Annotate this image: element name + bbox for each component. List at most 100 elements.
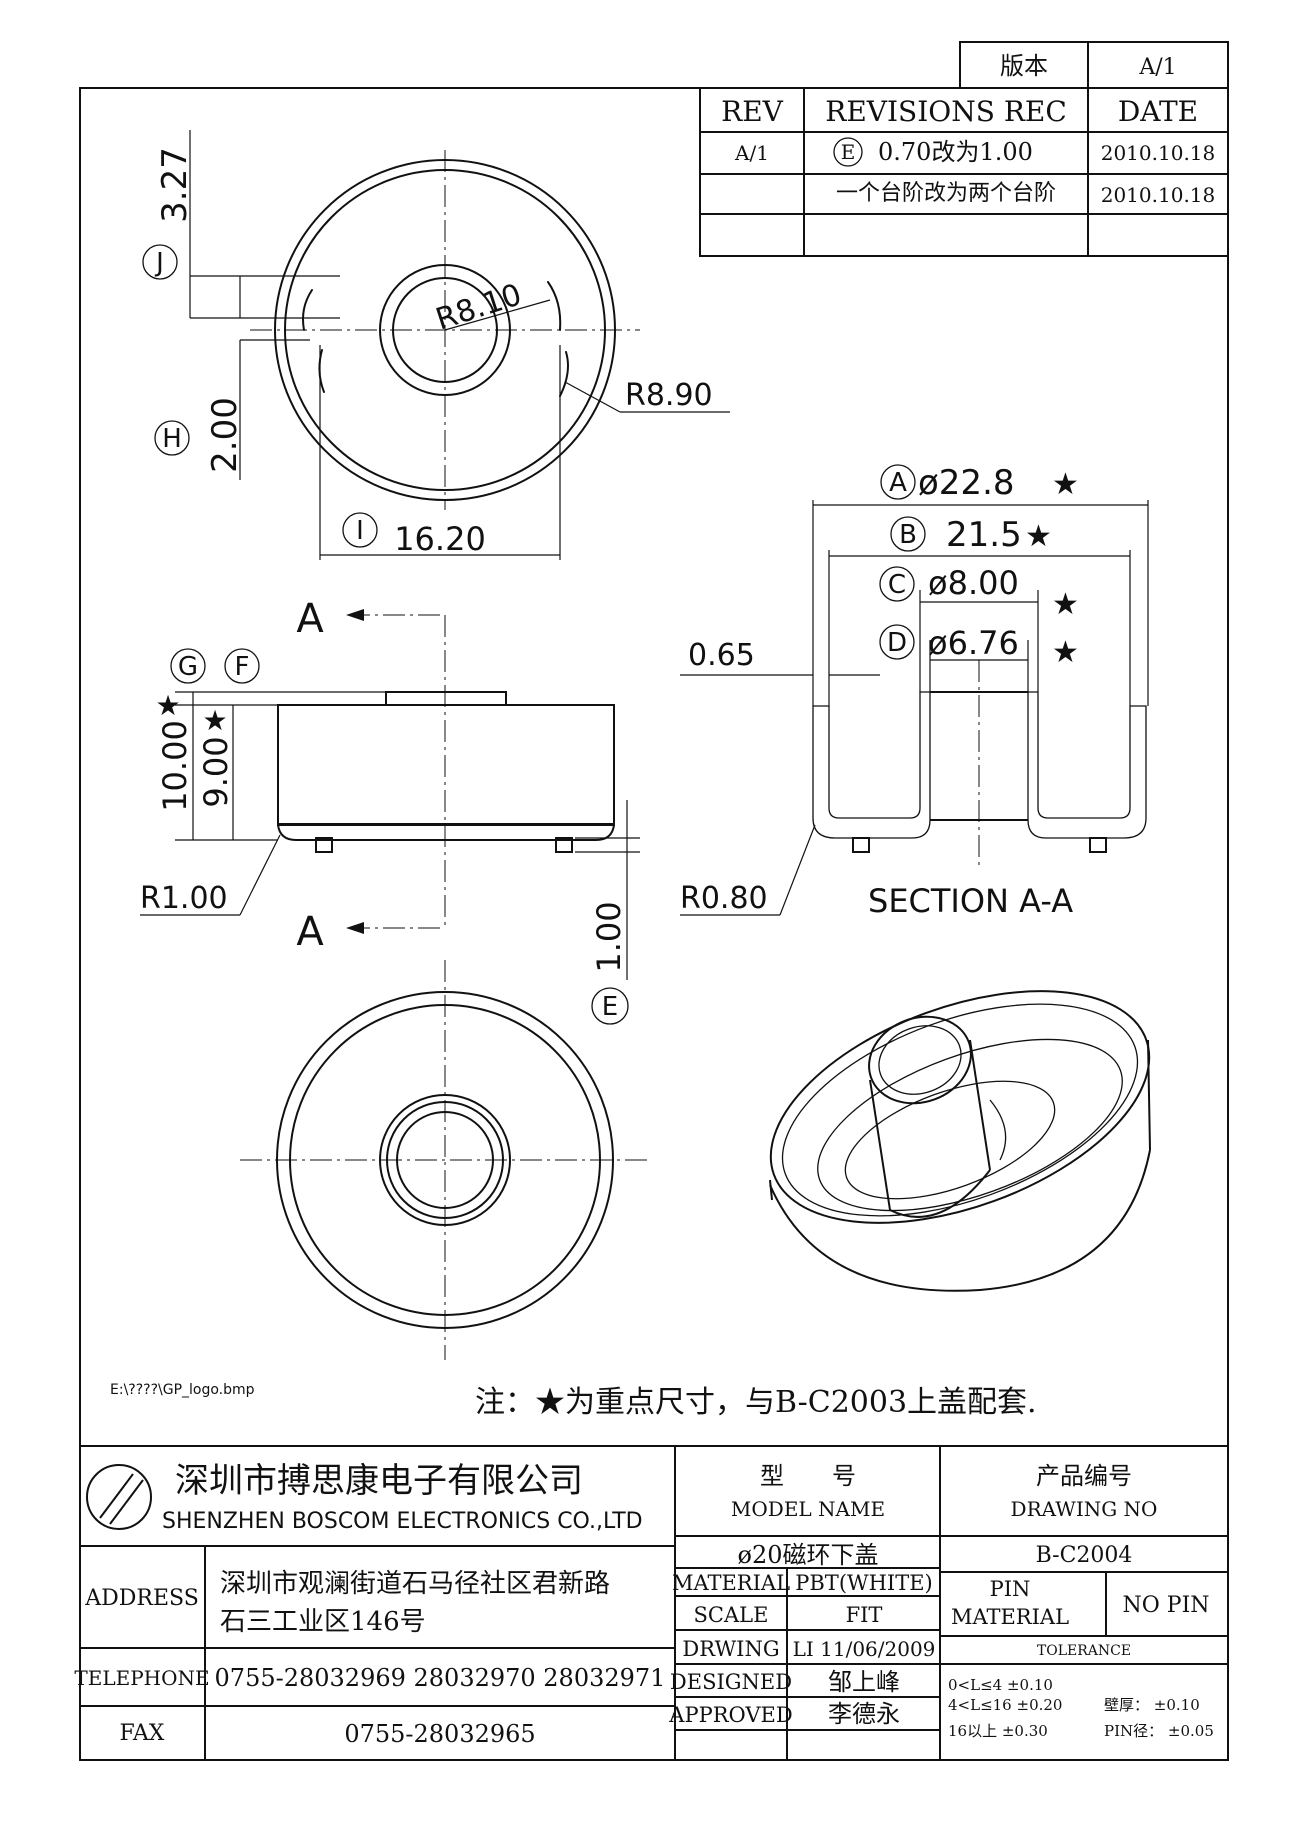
circle-marker — [591, 987, 629, 1025]
model-value: ø20磁环下盖 — [738, 1541, 879, 1569]
side-view: A A G F ★ ★ 10.00 9.00 R1.00 1.00 E — [140, 596, 640, 1025]
section-label-top: A — [296, 596, 324, 642]
g-mark: G — [178, 652, 198, 682]
bottom-view — [240, 960, 650, 1360]
fax-label: FAX — [120, 1721, 165, 1746]
j-mark: J — [154, 248, 164, 278]
pin-material-value: NO PIN — [1122, 1593, 1209, 1618]
company-logo — [86, 1464, 152, 1530]
tolerance-line-1: 0<L≤4 ±0.10 — [948, 1676, 1053, 1694]
fax-value: 0755-28032965 — [344, 1720, 535, 1748]
b-value: 21.5 — [946, 515, 1022, 555]
telephone-value: 0755-28032969 28032970 28032971 — [215, 1664, 666, 1692]
c-value: ø8.00 — [928, 564, 1019, 602]
c-star: ★ — [1052, 587, 1079, 622]
d-value: ø6.76 — [928, 624, 1019, 662]
f-mark: F — [235, 652, 250, 682]
tolerance-line-2: 4<L≤16 ±0.20 — [948, 1696, 1062, 1714]
note: 注：★为重点尺寸，与B-C2003上盖配套. — [475, 1385, 1037, 1420]
address-label: ADDRESS — [84, 1586, 199, 1611]
circle-marker — [224, 648, 260, 684]
pin-material-label-1: PIN — [990, 1577, 1031, 1601]
scale-value: FIT — [846, 1603, 883, 1627]
isometric-view — [769, 990, 1151, 1292]
model-label-cn: 型 号 — [760, 1462, 856, 1490]
height-body: 9.00 — [197, 736, 235, 807]
designed-value: 邹上峰 — [828, 1668, 900, 1696]
tolerance-wall: 壁厚： ±0.10 — [1104, 1696, 1200, 1714]
drawing-label-cn: 产品编号 — [1036, 1462, 1132, 1490]
company-name-cn: 深圳市搏思康电子有限公司 — [175, 1461, 583, 1501]
rev-row-1-mark: E — [841, 140, 856, 164]
tolerance-line-3: 16以上 ±0.30 — [948, 1722, 1048, 1740]
wall-dim: 0.65 — [688, 638, 755, 673]
drawing-value: B-C2004 — [1036, 1543, 1133, 1568]
circle-marker — [890, 516, 926, 552]
e-mark: E — [602, 992, 618, 1022]
revisions-header: REVISIONS REC — [825, 95, 1067, 128]
h-value: 2.00 — [205, 397, 245, 473]
circle-marker — [170, 648, 206, 684]
top-view: J 3.27 H 2.00 I 16.20 R8.10 R8.90 — [142, 130, 730, 560]
d-star: ★ — [1052, 635, 1079, 670]
radius-side: R1.00 — [140, 881, 228, 916]
d-mark: D — [887, 628, 907, 658]
version-label: 版本 — [1000, 52, 1048, 80]
h-mark: H — [162, 424, 182, 454]
circle-marker — [342, 512, 378, 548]
drawing-by-label: DRWING — [682, 1637, 779, 1661]
a-mark: A — [889, 468, 907, 498]
rev-row-2-text: 一个台阶改为两个台阶 — [836, 181, 1056, 206]
rev-row-1: A/1 — [734, 141, 769, 165]
j-value: 3.27 — [155, 147, 195, 223]
pin-height: 1.00 — [590, 901, 628, 972]
c-mark: C — [888, 570, 906, 600]
scale-label: SCALE — [694, 1603, 769, 1627]
rev-row-1-text: 0.70改为1.00 — [878, 138, 1033, 166]
r-outer-label: R8.90 — [625, 378, 713, 413]
circle-marker — [879, 624, 915, 660]
radius-section: R0.80 — [680, 881, 768, 916]
b-mark: B — [899, 520, 917, 550]
star-total: ★ — [155, 689, 180, 722]
address-line-1: 深圳市观澜街道石马径社区君新路 — [220, 1569, 610, 1599]
a-value: ø22.8 — [918, 463, 1015, 503]
designed-label: DESIGNED — [670, 1670, 792, 1694]
b-star: ★ — [1025, 519, 1052, 554]
revision-table: REV REVISIONS REC DATE A/1 E 0.70改为1.00 … — [699, 87, 1229, 257]
material-label: MATERIAL — [672, 1571, 790, 1595]
r-inner-label: R8.10 — [432, 277, 526, 337]
section-title: SECTION A-A — [868, 882, 1073, 920]
section-view: A ø22.8 ★ B 21.5 ★ C ø8.00 ★ D ø6.76 ★ 0… — [680, 463, 1149, 920]
approved-label: APPROVED — [668, 1703, 792, 1727]
circle-marker — [879, 566, 915, 602]
star-body: ★ — [202, 704, 227, 737]
tolerance-pin: PIN径： ±0.05 — [1104, 1722, 1214, 1740]
tolerance-label: TOLERANCE — [1037, 1643, 1131, 1659]
height-total: 10.00 — [156, 720, 194, 812]
circle-marker — [833, 137, 863, 167]
version-box: 版本 A/1 — [959, 41, 1229, 89]
version-value: A/1 — [1138, 55, 1176, 80]
rev-row-1-date: 2010.10.18 — [1101, 141, 1216, 165]
approved-value: 李德永 — [828, 1700, 900, 1728]
address-line-2: 石三工业区146号 — [220, 1607, 426, 1637]
telephone-label: TELEPHONE — [74, 1666, 209, 1690]
company-name-en: SHENZHEN BOSCOM ELECTRONICS CO.,LTD — [162, 1509, 643, 1534]
title-block: 深圳市搏思康电子有限公司 SHENZHEN BOSCOM ELECTRONICS… — [74, 1445, 1228, 1760]
a-star: ★ — [1052, 467, 1079, 502]
date-header: DATE — [1118, 95, 1198, 128]
logo-path: E:\????\GP_logo.bmp — [110, 1382, 255, 1398]
circle-marker — [880, 464, 916, 500]
drawing-by-value: LI 11/06/2009 — [793, 1637, 936, 1661]
section-label-bottom: A — [296, 909, 324, 955]
i-mark: I — [356, 516, 364, 546]
material-value: PBT(WHITE) — [795, 1571, 932, 1595]
model-label-en: MODEL NAME — [731, 1497, 885, 1521]
drawing-label-en: DRAWING NO — [1011, 1497, 1158, 1521]
rev-header: REV — [721, 95, 784, 128]
pin-material-label-2: MATERIAL — [951, 1605, 1069, 1629]
i-value: 16.20 — [394, 520, 486, 558]
rev-row-2-date: 2010.10.18 — [1101, 183, 1216, 207]
